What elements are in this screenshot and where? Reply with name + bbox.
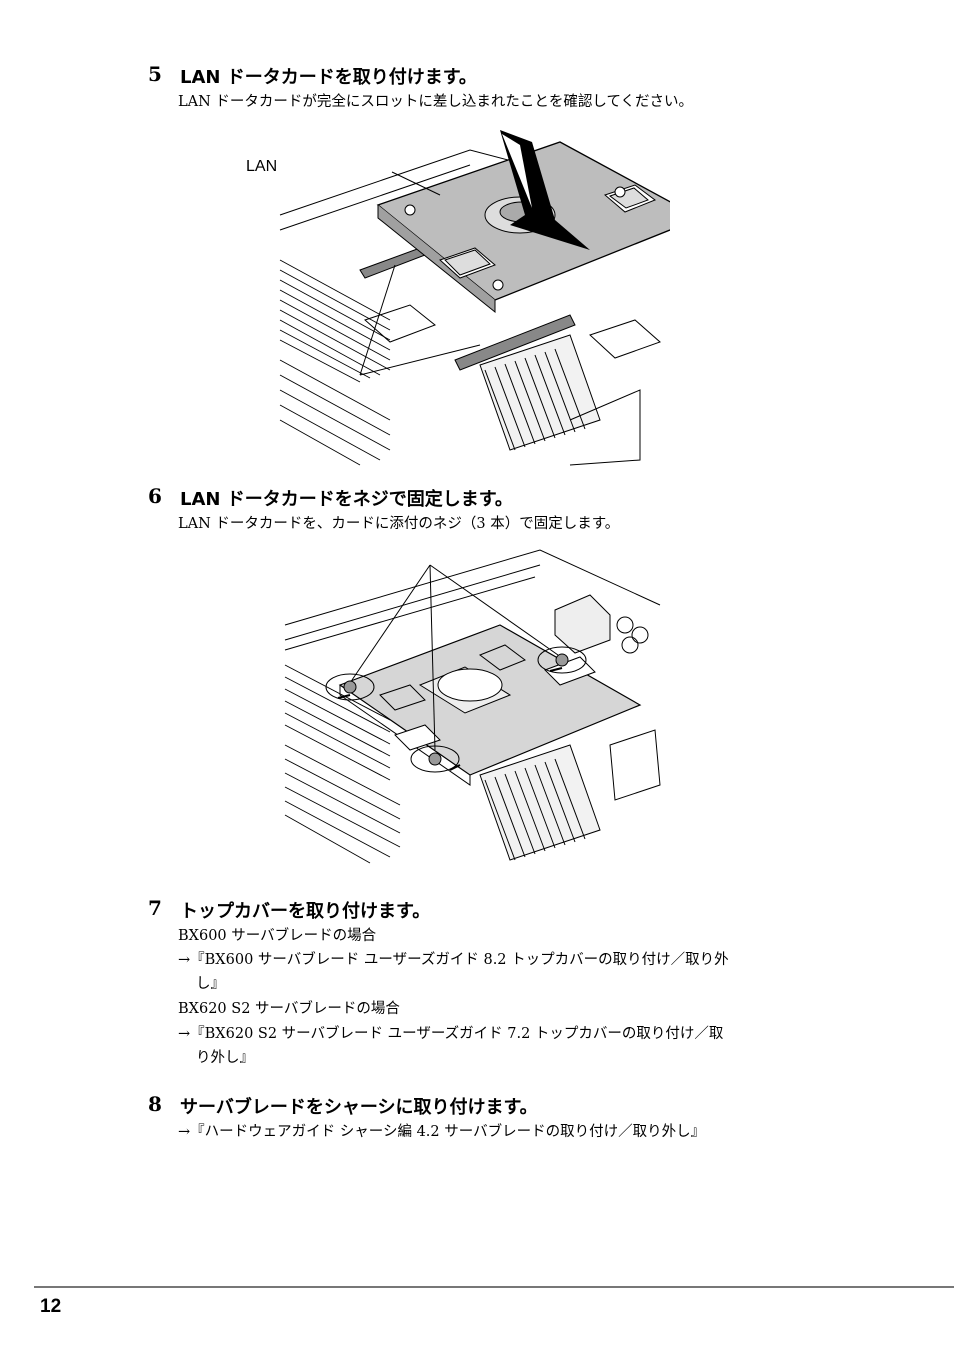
page-number: 12 (40, 1296, 62, 1317)
step-8-number: 8 (148, 1092, 162, 1116)
footer-divider (34, 1286, 954, 1288)
step-7-line-2: →『BX600 サーバブレード ユーザーズガイド 8.2 トップカバーの取り付け… (178, 952, 729, 968)
step-7-line-6: り外し』 (196, 1050, 254, 1066)
step-7-line-3: し』 (196, 976, 225, 992)
step-7-line-5: →『BX620 S2 サーバブレード ユーザーズガイド 7.2 トップカバーの取… (178, 1026, 724, 1042)
figure-1-lan-label: LAN (246, 158, 278, 175)
step-6-title: LAN ドータカードをネジで固定します。 (180, 489, 513, 510)
figure-fasten-screws (284, 549, 661, 864)
step-6-description: LAN ドータカードを、カードに添付のネジ（3 本）で固定します。 (178, 516, 620, 532)
step-8-line-1: →『ハードウェアガイド シャーシ編 4.2 サーバブレードの取り付け／取り外し』 (178, 1124, 706, 1140)
step-8-title: サーバブレードをシャーシに取り付けます。 (180, 1097, 538, 1118)
step-5-description: LAN ドータカードが完全にスロットに差し込まれたことを確認してください。 (178, 94, 694, 110)
step-7-line-1: BX600 サーバブレードの場合 (178, 928, 377, 944)
step-7-line-4: BX620 S2 サーバブレードの場合 (178, 1001, 400, 1017)
step-5-title: LAN ドータカードを取り付けます。 (180, 67, 477, 88)
step-5-number: 5 (148, 62, 162, 86)
step-7-number: 7 (148, 896, 162, 920)
step-7-title: トップカバーを取り付けます。 (180, 901, 431, 922)
figure-install-lan-card (279, 130, 670, 466)
step-6-number: 6 (148, 484, 162, 508)
